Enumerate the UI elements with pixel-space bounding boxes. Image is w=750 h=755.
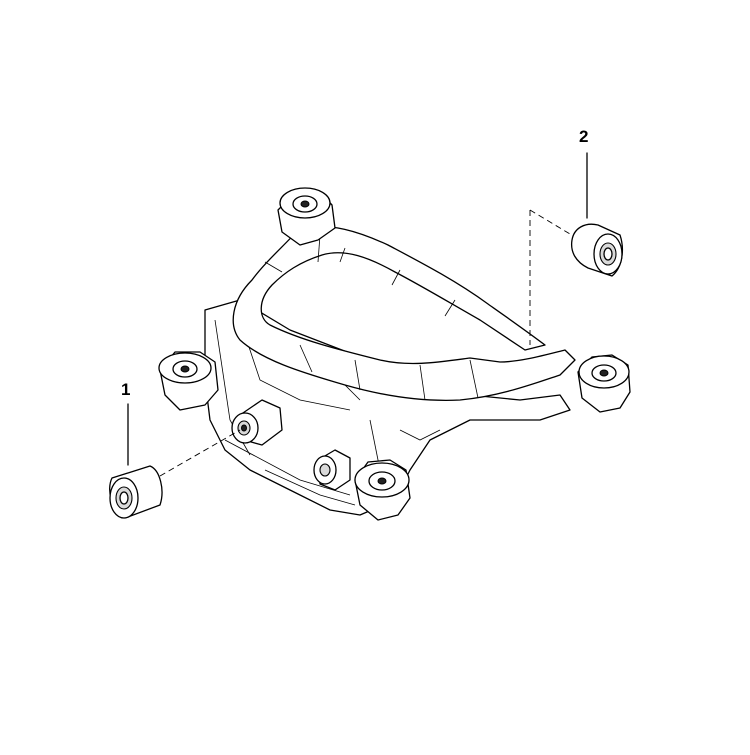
installed-bushing-left bbox=[231, 399, 283, 446]
subframe-upper-tube bbox=[232, 225, 576, 401]
part-1-bushing bbox=[109, 465, 163, 519]
installed-bushing-center bbox=[313, 449, 351, 491]
mount-front-bottom bbox=[354, 459, 411, 521]
leader-line-1 bbox=[127, 403, 241, 477]
callout-label-2: 2 bbox=[579, 127, 589, 146]
leader-line-2 bbox=[529, 152, 588, 345]
mount-right bbox=[577, 354, 631, 413]
mount-top-rear bbox=[277, 187, 336, 246]
callout-label-1: 1 bbox=[121, 380, 131, 399]
part-2-bushing bbox=[570, 223, 623, 277]
mount-left bbox=[158, 351, 219, 411]
